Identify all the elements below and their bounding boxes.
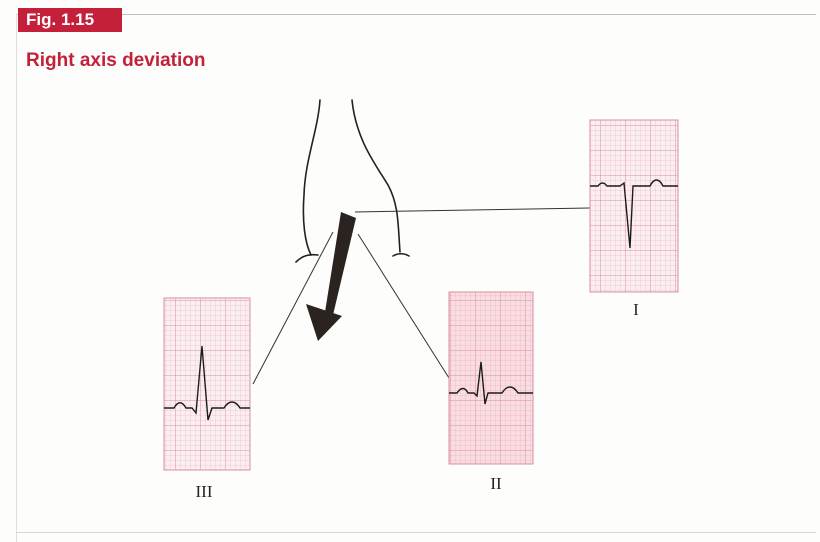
ecg-strip-lead-I	[590, 120, 678, 292]
ecg-strip-lead-II	[449, 292, 533, 464]
lead-II-line	[358, 234, 449, 378]
lead-lines	[253, 208, 590, 384]
axis-arrow	[306, 212, 356, 341]
lead-I-line	[355, 208, 590, 212]
torso-outline	[296, 100, 409, 262]
lead-I-label: I	[606, 300, 666, 320]
lead-II-label: II	[466, 474, 526, 494]
lead-III-line	[253, 232, 333, 384]
lead-III-label: III	[174, 482, 234, 502]
ecg-strip-lead-III	[164, 298, 250, 470]
